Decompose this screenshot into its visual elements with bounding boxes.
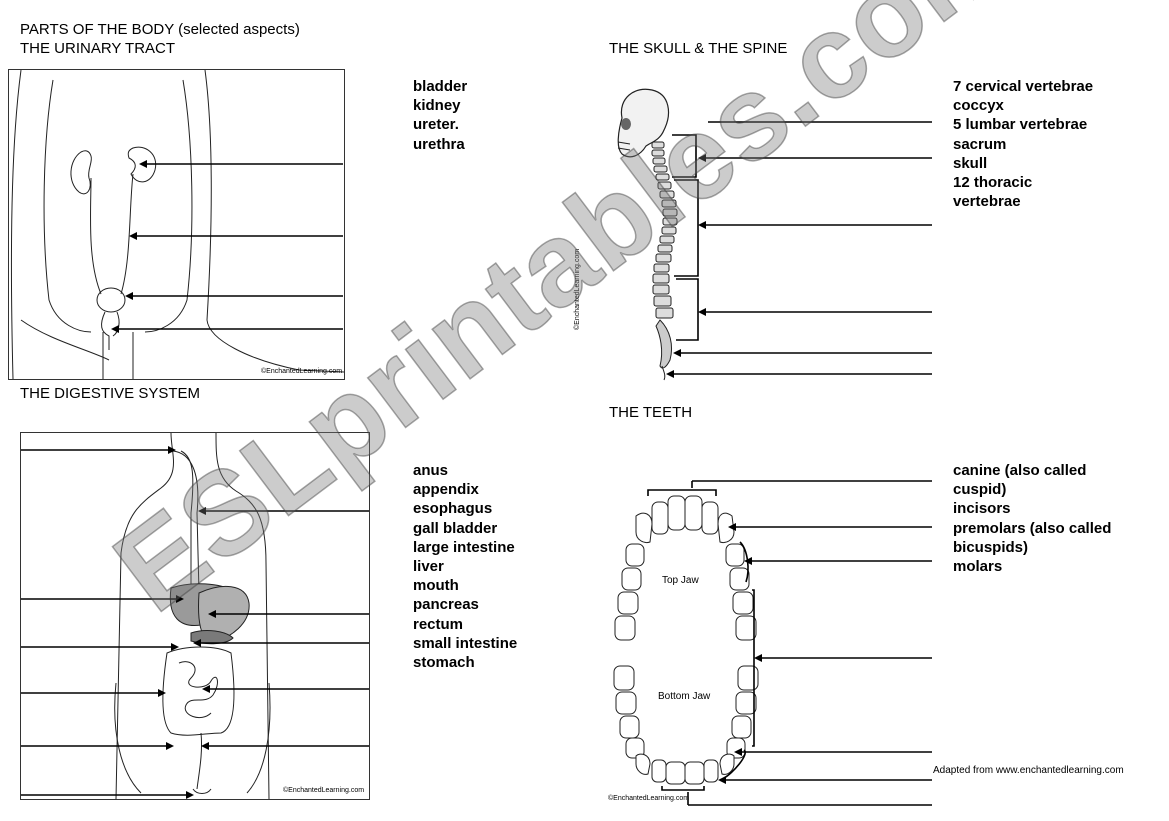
- list-item: small intestine: [413, 634, 518, 652]
- list-item: skull: [953, 154, 988, 172]
- list-item: liver: [413, 558, 444, 576]
- teeth-diagram: Top Jaw Bottom Jaw ©EnchantedLearning.co…: [600, 470, 935, 810]
- bottom-jaw-teeth: [613, 665, 759, 785]
- list-item: esophagus: [413, 500, 493, 518]
- list-item: 7 cervical vertebrae: [953, 78, 1094, 95]
- list-item: 12 thoracic: [953, 174, 1033, 192]
- teeth-illustration: Top Jaw Bottom Jaw: [613, 480, 932, 806]
- skull-credit: ©EnchantedLearning.com: [574, 248, 581, 330]
- list-item: bladder: [413, 78, 468, 95]
- digestive-heading: THE DIGESTIVE SYSTEM: [20, 385, 201, 402]
- list-item: large intestine: [413, 538, 515, 556]
- digestive-word-list: anus appendix esophagus gall bladder lar…: [413, 461, 517, 672]
- large-intestine: [162, 646, 235, 736]
- digestive-credit: ©EnchantedLearning.com: [283, 787, 365, 794]
- teeth-word-list: canine (also called cuspid) incisors pre…: [953, 461, 1111, 576]
- list-item: 5 lumbar vertebrae: [953, 116, 1088, 134]
- teeth-heading: THE TEETH: [609, 404, 693, 421]
- list-item: sacrum: [953, 135, 1007, 153]
- list-item: cuspid): [953, 481, 1007, 499]
- urinary-tract-illustration: [10, 69, 345, 380]
- list-item: kidney: [413, 97, 461, 115]
- teeth-credit: ©EnchantedLearning.com: [608, 795, 690, 802]
- urinary-word-list: bladder kidney ureter. urethra: [413, 77, 467, 154]
- list-item: gall bladder: [413, 519, 498, 537]
- rectum: [196, 732, 202, 790]
- teeth-pointer-lines: [687, 480, 932, 806]
- skull-pointer-lines: [666, 121, 932, 378]
- bladder: [96, 287, 126, 313]
- spine-vertebrae: [651, 141, 678, 381]
- list-item: coccyx: [953, 97, 1004, 115]
- right-kidney: [127, 146, 157, 183]
- bottom-jaw-label: Bottom Jaw: [658, 691, 711, 702]
- digestive-system-diagram: ©EnchantedLearning.com: [20, 432, 370, 800]
- list-item: ureter.: [413, 116, 459, 134]
- left-kidney: [70, 150, 92, 195]
- urinary-pointer-lines: [111, 160, 343, 333]
- list-item: incisors: [953, 500, 1011, 518]
- skull-spine-diagram: ©EnchantedLearning.com: [574, 80, 935, 385]
- adapted-from-note: Adapted from www.enchantedlearning.com: [933, 765, 1124, 776]
- skull-word-list: 7 cervical vertebrae coccyx 5 lumbar ver…: [953, 77, 1093, 211]
- top-jaw-teeth: [614, 495, 757, 641]
- skull: [617, 88, 670, 158]
- list-item: premolars (also called: [953, 519, 1112, 537]
- top-jaw-label: Top Jaw: [662, 575, 699, 586]
- list-item: mouth: [413, 577, 459, 595]
- list-item: urethra: [413, 135, 465, 153]
- digestive-system-illustration: [21, 432, 369, 800]
- sacrum: [655, 319, 673, 369]
- list-item: appendix: [413, 481, 479, 499]
- list-item: pancreas: [413, 596, 479, 614]
- urinary-heading: THE URINARY TRACT: [20, 40, 176, 57]
- list-item: bicuspids): [953, 538, 1029, 556]
- urinary-tract-diagram: ©EnchantedLearning.com: [8, 69, 345, 380]
- list-item: molars: [953, 558, 1003, 576]
- urinary-credit: ©EnchantedLearning.com: [261, 368, 343, 375]
- list-item: vertebrae: [953, 193, 1021, 211]
- coccyx: [661, 365, 666, 381]
- digestive-pointer-lines: [21, 446, 369, 799]
- skull-spine-illustration: [617, 88, 932, 381]
- list-item: canine (also called: [953, 462, 1087, 479]
- skull-heading: THE SKULL & THE SPINE: [609, 40, 788, 57]
- list-item: anus: [413, 462, 449, 479]
- small-intestine: [178, 661, 218, 718]
- list-item: rectum: [413, 615, 464, 633]
- page-title: PARTS OF THE BODY (selected aspects): [20, 21, 300, 38]
- list-item: stomach: [413, 654, 475, 672]
